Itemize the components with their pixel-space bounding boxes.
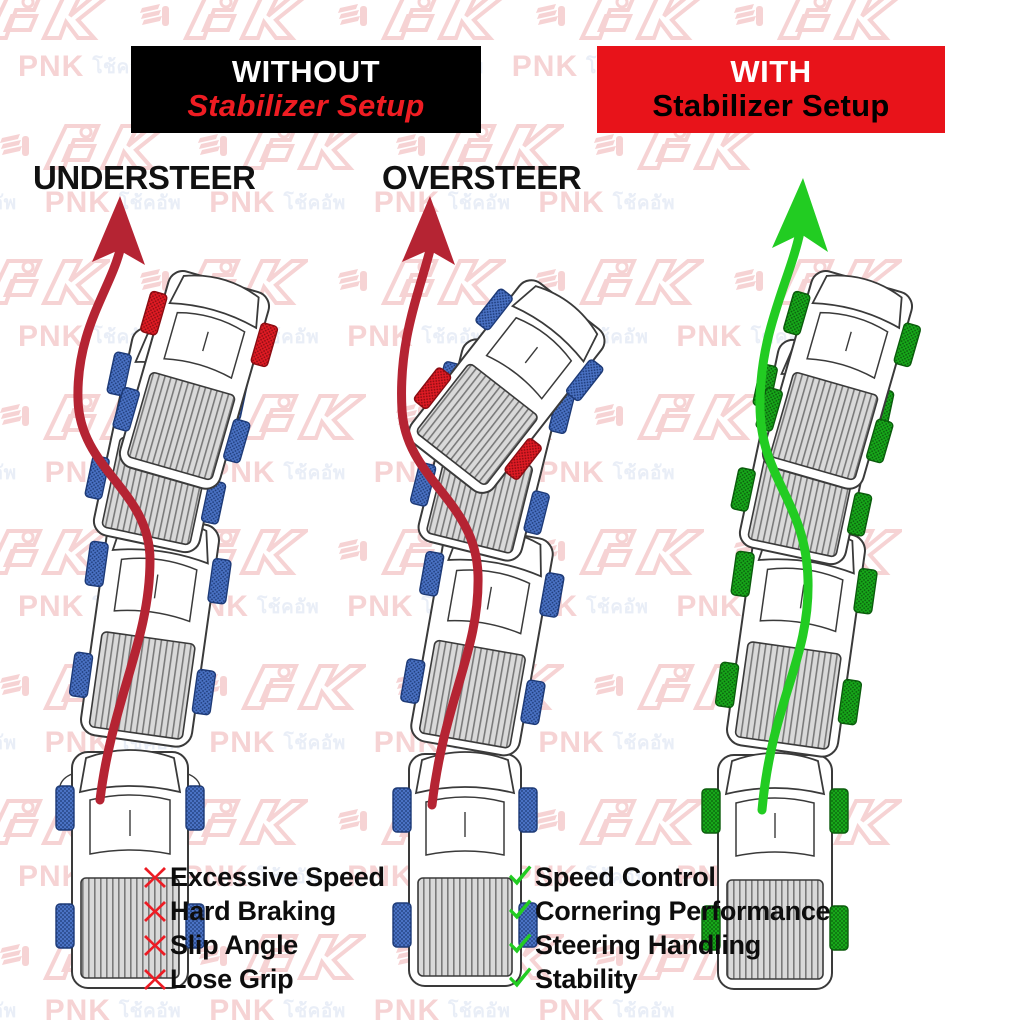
list-item-label: Steering Handling (535, 929, 761, 960)
stable-arrowhead (772, 178, 828, 252)
tire-front-right-red (250, 322, 279, 368)
understeer-arrowhead (92, 196, 145, 265)
list-item-label: Slip Angle (170, 929, 299, 960)
car-top-stable (755, 270, 922, 490)
banner-without-stabilizer: WITHOUT Stabilizer Setup (131, 46, 481, 133)
banner-without-line1: WITHOUT (231, 54, 381, 90)
list-item-label: Lose Grip (170, 963, 294, 994)
banner-with-line1: WITH (730, 54, 812, 90)
list-item: Stability (505, 962, 830, 996)
list-item: Cornering Performance (505, 894, 831, 928)
list-item-label: Cornering Performance (535, 895, 831, 926)
list-item: Slip Angle (140, 928, 385, 962)
list-item: Excessive Speed (140, 860, 385, 894)
banner-with-line2: Stabilizer Setup (652, 87, 890, 123)
list-item-label: Stability (535, 963, 638, 994)
label-understeer: UNDERSTEER (33, 159, 256, 196)
list-with-stabilizer: Speed Control Cornering Performance Stee… (505, 860, 831, 996)
banner-without-line2: Stabilizer Setup (187, 87, 425, 123)
label-oversteer: OVERSTEER (382, 159, 582, 196)
diagram-with-stabilizer (660, 0, 1024, 1024)
list-item: Hard Braking (140, 894, 385, 928)
oversteer-arrowhead (402, 196, 455, 265)
tire-rear-right-red (504, 438, 542, 480)
check-mark-icon (505, 898, 535, 924)
list-item: Speed Control (505, 860, 830, 894)
list-item: Steering Handling (505, 928, 830, 962)
tire-front-left-red (140, 290, 168, 336)
banner-with-stabilizer: WITH Stabilizer Setup (597, 46, 945, 133)
list-item-label: Excessive Speed (170, 861, 385, 892)
stable-path (755, 227, 813, 815)
check-mark-icon (505, 864, 535, 890)
x-mark-icon (140, 865, 170, 889)
x-mark-icon (140, 967, 170, 991)
list-item-label: Speed Control (535, 861, 716, 892)
check-mark-icon (505, 966, 535, 992)
tire-rear-left-red (413, 367, 452, 410)
x-mark-icon (140, 899, 170, 923)
list-without-stabilizer: Excessive Speed Hard Braking Slip Angle … (140, 860, 385, 996)
check-mark-icon (505, 932, 535, 958)
x-mark-icon (140, 933, 170, 957)
list-item: Lose Grip (140, 962, 385, 996)
list-item-label: Hard Braking (170, 895, 336, 926)
